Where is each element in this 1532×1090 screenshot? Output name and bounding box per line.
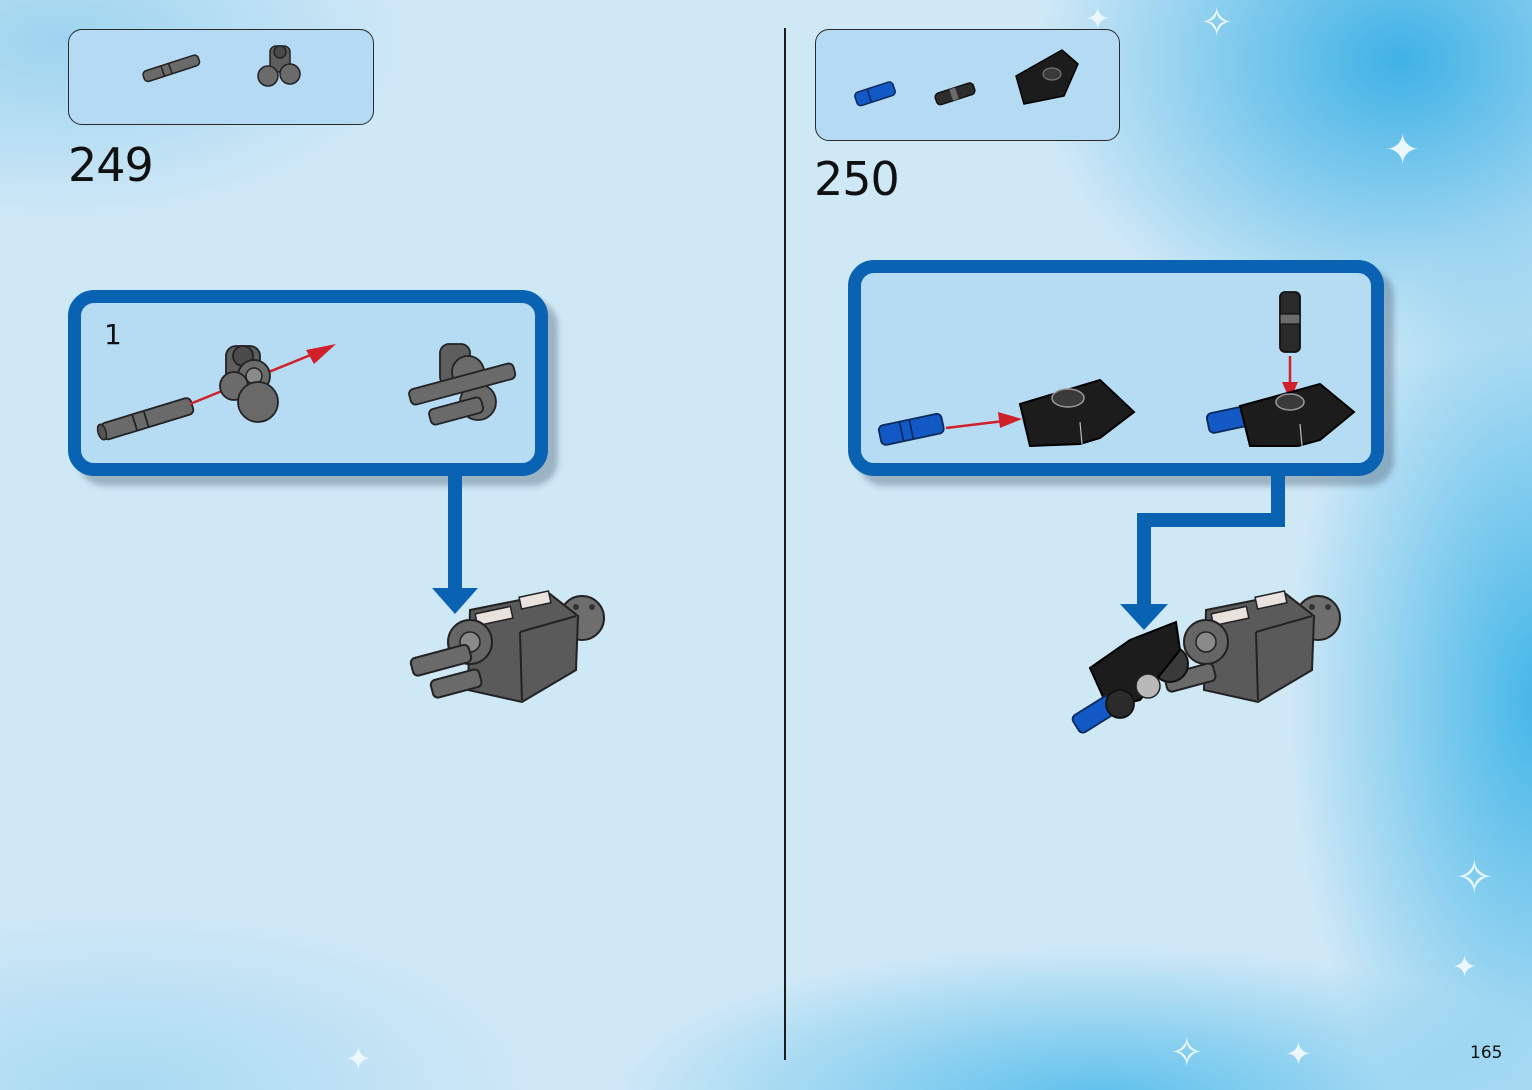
panel-with-pin-part <box>1206 384 1354 446</box>
page-number: 165 <box>1470 1043 1502 1063</box>
black-panel-part <box>1020 380 1134 446</box>
model-assembly-250 <box>1071 591 1340 734</box>
blue-axle-pin-part <box>878 413 945 446</box>
insert-arrow-icon <box>998 412 1022 428</box>
down-arrow-icon <box>1120 604 1168 630</box>
black-pin-part <box>1280 292 1300 352</box>
